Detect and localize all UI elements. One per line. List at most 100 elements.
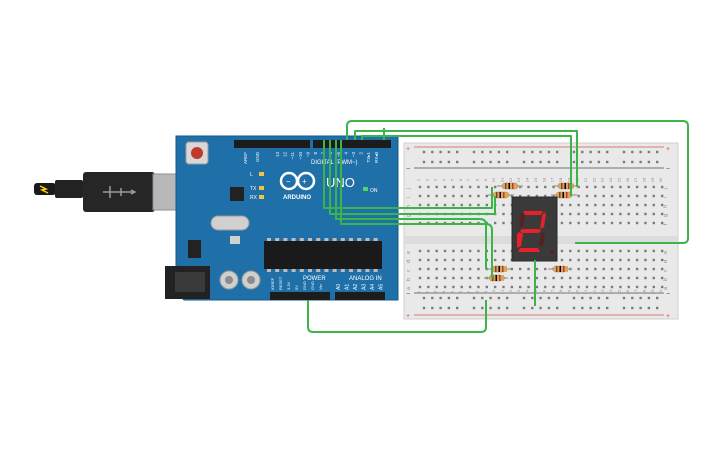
breadboard-hole[interactable] [427, 267, 430, 271]
breadboard-hole[interactable] [535, 276, 539, 280]
breadboard-hole[interactable] [597, 296, 601, 300]
breadboard-hole[interactable] [585, 221, 589, 225]
breadboard-hole[interactable] [527, 267, 530, 271]
breadboard-hole[interactable] [472, 296, 476, 300]
breadboard-hole[interactable] [635, 249, 639, 253]
breadboard-hole[interactable] [481, 160, 484, 164]
breadboard-hole[interactable] [594, 212, 597, 216]
breadboard-hole[interactable] [456, 306, 459, 310]
breadboard-hole[interactable] [547, 150, 551, 154]
seven-segment-display[interactable] [511, 196, 558, 262]
breadboard-hole[interactable] [460, 194, 463, 198]
breadboard-hole[interactable] [594, 249, 597, 253]
breadboard-hole[interactable] [656, 306, 659, 310]
usb-cable[interactable] [34, 172, 196, 212]
breadboard-hole[interactable] [594, 185, 597, 189]
breadboard-hole[interactable] [560, 258, 564, 262]
breadboard-hole[interactable] [652, 212, 655, 216]
breadboard-hole[interactable] [460, 267, 463, 271]
breadboard-hole[interactable] [531, 150, 534, 154]
breadboard-hole[interactable] [652, 285, 655, 289]
breadboard-hole[interactable] [639, 296, 642, 300]
breadboard-hole[interactable] [581, 150, 584, 154]
breadboard-hole[interactable] [594, 194, 597, 198]
breadboard-hole[interactable] [594, 276, 597, 280]
breadboard-hole[interactable] [443, 276, 447, 280]
breadboard-hole[interactable] [647, 296, 651, 300]
breadboard-hole[interactable] [443, 249, 447, 253]
breadboard-hole[interactable] [447, 296, 451, 300]
breadboard-hole[interactable] [539, 306, 542, 310]
breadboard-hole[interactable] [619, 276, 622, 280]
breadboard-hole[interactable] [569, 276, 572, 280]
breadboard-hole[interactable] [656, 296, 659, 300]
breadboard-hole[interactable] [610, 203, 614, 207]
breadboard-hole[interactable] [552, 194, 555, 198]
breadboard-hole[interactable] [502, 203, 505, 207]
breadboard-hole[interactable] [460, 185, 463, 189]
breadboard-hole[interactable] [577, 258, 580, 262]
breadboard-hole[interactable] [427, 276, 430, 280]
breadboard-hole[interactable] [610, 194, 614, 198]
wire-2[interactable] [354, 130, 578, 187]
breadboard-hole[interactable] [635, 212, 639, 216]
breadboard-hole[interactable] [531, 160, 534, 164]
breadboard-hole[interactable] [477, 276, 480, 280]
breadboard-hole[interactable] [435, 203, 438, 207]
breadboard-hole[interactable] [510, 276, 514, 280]
breadboard-hole[interactable] [577, 276, 580, 280]
breadboard-hole[interactable] [519, 194, 522, 198]
breadboard-hole[interactable] [510, 194, 514, 198]
breadboard-hole[interactable] [502, 285, 505, 289]
breadboard-hole[interactable] [577, 203, 580, 207]
breadboard-hole[interactable] [443, 258, 447, 262]
breadboard-hole[interactable] [497, 296, 501, 300]
breadboard-hole[interactable] [535, 285, 539, 289]
breadboard-hole[interactable] [519, 185, 522, 189]
breadboard-hole[interactable] [656, 160, 659, 164]
breadboard-hole[interactable] [660, 203, 664, 207]
breadboard-hole[interactable] [619, 267, 622, 271]
breadboard-hole[interactable] [585, 276, 589, 280]
breadboard-hole[interactable] [544, 267, 547, 271]
breadboard-hole[interactable] [594, 285, 597, 289]
breadboard-hole[interactable] [493, 221, 497, 225]
breadboard-hole[interactable] [527, 276, 530, 280]
breadboard-hole[interactable] [522, 160, 526, 164]
breadboard-hole[interactable] [497, 306, 501, 310]
breadboard-hole[interactable] [547, 296, 551, 300]
breadboard-hole[interactable] [581, 160, 584, 164]
breadboard-hole[interactable] [627, 276, 630, 280]
breadboard-hole[interactable] [556, 150, 559, 154]
breadboard-hole[interactable] [589, 160, 592, 164]
breadboard-hole[interactable] [594, 258, 597, 262]
breadboard-hole[interactable] [569, 249, 572, 253]
breadboard-hole[interactable] [631, 296, 634, 300]
breadboard-hole[interactable] [468, 276, 472, 280]
breadboard-hole[interactable] [597, 160, 601, 164]
breadboard-hole[interactable] [660, 258, 664, 262]
breadboard-hole[interactable] [577, 285, 580, 289]
breadboard-hole[interactable] [497, 150, 501, 154]
breadboard-hole[interactable] [594, 221, 597, 225]
breadboard-hole[interactable] [544, 276, 547, 280]
breadboard-hole[interactable] [527, 285, 530, 289]
breadboard-hole[interactable] [435, 258, 438, 262]
breadboard-hole[interactable] [560, 285, 564, 289]
breadboard-hole[interactable] [644, 212, 647, 216]
breadboard-hole[interactable] [502, 249, 505, 253]
breadboard-hole[interactable] [468, 194, 472, 198]
breadboard-hole[interactable] [431, 306, 434, 310]
breadboard-hole[interactable] [577, 194, 580, 198]
breadboard-hole[interactable] [606, 306, 609, 310]
breadboard-hole[interactable] [602, 285, 605, 289]
breadboard-hole[interactable] [602, 221, 605, 225]
breadboard-hole[interactable] [635, 221, 639, 225]
breadboard-hole[interactable] [535, 267, 539, 271]
breadboard-hole[interactable] [427, 185, 430, 189]
breadboard-hole[interactable] [477, 285, 480, 289]
breadboard-hole[interactable] [456, 160, 459, 164]
breadboard-hole[interactable] [644, 267, 647, 271]
breadboard-hole[interactable] [431, 296, 434, 300]
